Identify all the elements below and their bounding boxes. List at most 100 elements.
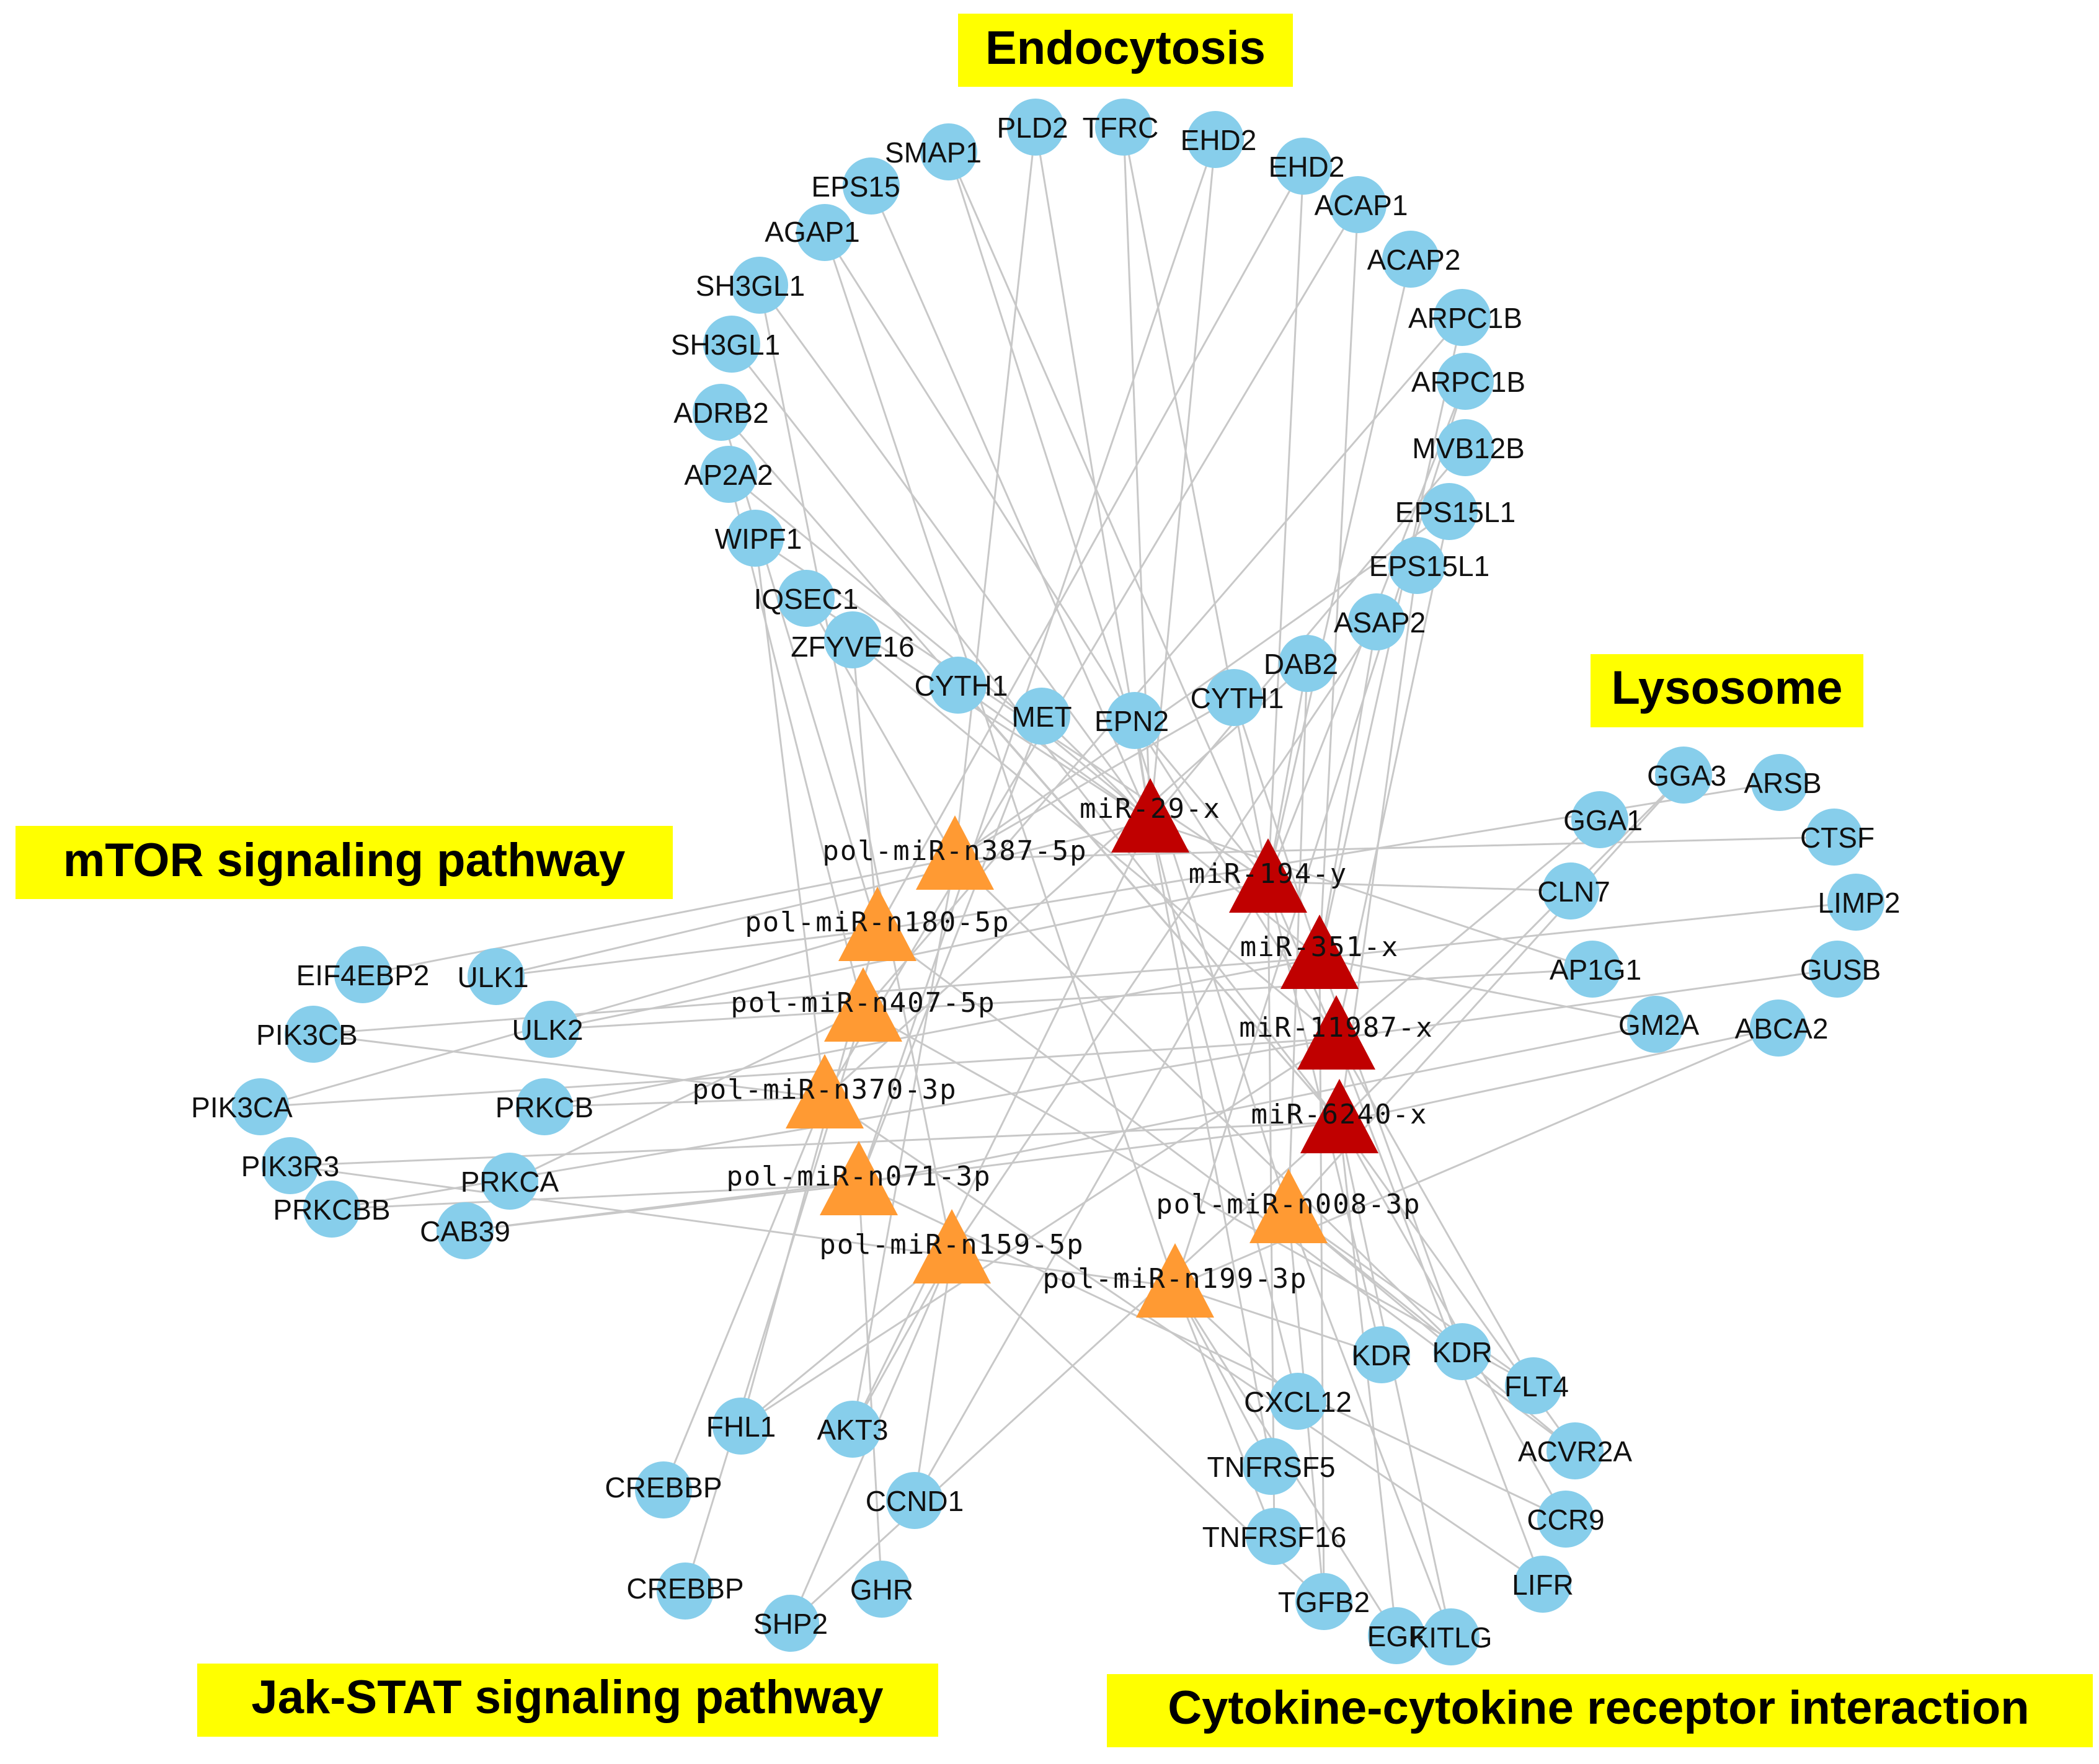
gene-node-sh3gl1[interactable]: SH3GL1: [696, 257, 805, 314]
gene-node-ulk1[interactable]: ULK1: [457, 948, 529, 1005]
mirna-node-mir-11987-x[interactable]: miR-11987-x: [1239, 995, 1433, 1070]
gene-node-prkca[interactable]: PRKCA: [461, 1153, 559, 1210]
gene-node-cln7[interactable]: CLN7: [1537, 862, 1610, 920]
edge-mir-194-y-ehd2: [1267, 166, 1305, 882]
mirna-node-pol-mir-n071-3p[interactable]: pol-miR-n071-3p: [726, 1141, 991, 1215]
mirna-node-pol-mir-n159-5p[interactable]: pol-miR-n159-5p: [819, 1209, 1084, 1283]
gene-node-flt4[interactable]: FLT4: [1504, 1357, 1569, 1414]
mirna-label: miR-351-x: [1240, 931, 1399, 963]
mirna-node-mir-6240-x[interactable]: miR-6240-x: [1251, 1079, 1428, 1153]
gene-node-pik3cb[interactable]: PIK3CB: [256, 1006, 358, 1063]
gene-node-crebbp[interactable]: CREBBP: [626, 1562, 744, 1620]
gene-node-agap1[interactable]: AGAP1: [765, 204, 860, 261]
mirna-node-pol-mir-n180-5p[interactable]: pol-miR-n180-5p: [745, 887, 1010, 961]
mirna-node-pol-mir-n370-3p[interactable]: pol-miR-n370-3p: [692, 1054, 957, 1128]
gene-label: AP2A2: [684, 459, 773, 491]
gene-node-tnfrsf16[interactable]: TNFRSF16: [1202, 1508, 1347, 1565]
gene-node-sh3gl1[interactable]: SH3GL1: [671, 316, 780, 373]
gene-node-tgfb2[interactable]: TGFB2: [1278, 1573, 1370, 1630]
gene-node-kdr[interactable]: KDR: [1432, 1323, 1493, 1380]
mirna-node-pol-mir-n008-3p[interactable]: pol-miR-n008-3p: [1156, 1169, 1421, 1243]
gene-node-abca2[interactable]: ABCA2: [1735, 999, 1829, 1057]
edge-pol-mir-n199-3p-arpc1b: [1174, 381, 1467, 1287]
gene-node-eps15l1[interactable]: EPS15L1: [1395, 483, 1515, 540]
gene-node-arpc1b[interactable]: ARPC1B: [1408, 289, 1522, 346]
gene-node-tfrc[interactable]: TFRC: [1083, 99, 1159, 156]
pathway-jakstat-label: Jak-STAT signaling pathway: [251, 1671, 883, 1724]
gene-node-limp2[interactable]: LIMP2: [1818, 874, 1901, 931]
gene-node-eps15l1[interactable]: EPS15L1: [1369, 537, 1489, 594]
gene-node-pld2[interactable]: PLD2: [996, 99, 1068, 156]
gene-node-dab2[interactable]: DAB2: [1264, 635, 1338, 692]
gene-node-ehd2[interactable]: EHD2: [1181, 111, 1257, 168]
gene-node-cxcl12[interactable]: CXCL12: [1244, 1373, 1352, 1430]
mirna-triangle: [1111, 778, 1189, 853]
gene-node-gm2a[interactable]: GM2A: [1618, 996, 1700, 1053]
mirna-node-pol-mir-n387-5p[interactable]: pol-miR-n387-5p: [822, 815, 1087, 890]
gene-node-acap2[interactable]: ACAP2: [1367, 231, 1461, 288]
gene-circle: [1421, 483, 1478, 540]
gene-node-kdr[interactable]: KDR: [1351, 1326, 1412, 1383]
gene-node-ehd2[interactable]: EHD2: [1269, 138, 1345, 195]
gene-node-asap2[interactable]: ASAP2: [1334, 593, 1426, 650]
gene-node-ctsf[interactable]: CTSF: [1800, 809, 1875, 866]
gene-circle: [635, 1461, 692, 1518]
mirna-node-mir-29-x[interactable]: miR-29-x: [1080, 778, 1221, 853]
gene-label: CTSF: [1800, 822, 1875, 854]
gene-node-kitlg[interactable]: KITLG: [1410, 1608, 1493, 1665]
gene-circle: [1809, 941, 1866, 998]
gene-node-prkcb[interactable]: PRKCB: [495, 1078, 593, 1135]
mirna-label: pol-miR-n370-3p: [692, 1074, 957, 1106]
gene-node-ulk2[interactable]: ULK2: [512, 1001, 584, 1058]
edge-mir-11987-x-gusb: [1336, 968, 1838, 1040]
gene-circle: [700, 446, 757, 503]
gene-node-adrb2[interactable]: ADRB2: [673, 384, 769, 441]
gene-node-mvb12b[interactable]: MVB12B: [1412, 419, 1525, 476]
gene-node-tnfrsf5[interactable]: TNFRSF5: [1207, 1438, 1336, 1495]
mirna-node-pol-mir-n199-3p[interactable]: pol-miR-n199-3p: [1042, 1243, 1307, 1318]
gene-node-iqsec1[interactable]: IQSEC1: [754, 570, 859, 627]
gene-node-epn2[interactable]: EPN2: [1094, 692, 1169, 749]
gene-node-prkcbb[interactable]: PRKCBB: [273, 1181, 391, 1238]
gene-node-eps15[interactable]: EPS15: [811, 157, 900, 215]
gene-node-gga1[interactable]: GGA1: [1563, 791, 1643, 848]
gene-node-cab39[interactable]: CAB39: [420, 1202, 510, 1259]
gene-node-zfyve16[interactable]: ZFYVE16: [791, 611, 915, 668]
gene-node-acvr2a[interactable]: ACVR2A: [1518, 1422, 1632, 1479]
gene-node-ghr[interactable]: GHR: [850, 1561, 913, 1618]
gene-node-crebbp[interactable]: CREBBP: [605, 1461, 722, 1518]
gene-node-fhl1[interactable]: FHL1: [706, 1398, 776, 1455]
mirna-node-pol-mir-n407-5p[interactable]: pol-miR-n407-5p: [730, 967, 995, 1042]
gene-label: PIK3R3: [241, 1150, 340, 1182]
gene-node-shp2[interactable]: SHP2: [753, 1595, 828, 1652]
gene-node-gusb[interactable]: GUSB: [1800, 941, 1881, 998]
gene-node-cyth1[interactable]: CYTH1: [915, 657, 1008, 714]
gene-node-ap2a2[interactable]: AP2A2: [684, 446, 773, 503]
gene-circle: [930, 657, 987, 714]
gene-node-pik3ca[interactable]: PIK3CA: [191, 1078, 293, 1135]
gene-node-cyth1[interactable]: CYTH1: [1191, 669, 1284, 726]
gene-node-ccnd1[interactable]: CCND1: [866, 1472, 964, 1529]
gene-node-eif4ebp2[interactable]: EIF4EBP2: [296, 946, 430, 1003]
edge-layer: [260, 126, 1857, 1638]
gene-node-arpc1b[interactable]: ARPC1B: [1411, 353, 1525, 410]
gene-node-smap1[interactable]: SMAP1: [885, 123, 982, 180]
gene-node-gga3[interactable]: GGA3: [1647, 747, 1726, 804]
gene-node-acap1[interactable]: ACAP1: [1315, 176, 1408, 233]
gene-node-ap1g1[interactable]: AP1G1: [1550, 941, 1641, 998]
edge-pol-mir-n071-3p-prkcbb: [331, 1183, 859, 1210]
gene-label: ZFYVE16: [791, 631, 914, 663]
mirna-node-mir-351-x[interactable]: miR-351-x: [1240, 915, 1399, 989]
gene-node-met[interactable]: MET: [1011, 688, 1072, 745]
edge-pol-mir-n180-5p-zfyve16: [851, 639, 879, 931]
gene-node-wipf1[interactable]: WIPF1: [715, 510, 802, 567]
gene-label: FHL1: [706, 1411, 776, 1443]
gene-node-egf[interactable]: EGF: [1367, 1607, 1426, 1664]
gene-node-arsb[interactable]: ARSB: [1744, 754, 1822, 811]
gene-node-pik3r3[interactable]: PIK3R3: [241, 1137, 340, 1194]
gene-node-lifr[interactable]: LIFR: [1512, 1556, 1574, 1613]
mirna-label: miR-29-x: [1080, 793, 1221, 825]
gene-node-akt3[interactable]: AKT3: [817, 1401, 889, 1458]
gene-node-ccr9[interactable]: CCR9: [1527, 1491, 1605, 1548]
mirna-node-mir-194-y[interactable]: miR-194-y: [1189, 838, 1347, 913]
